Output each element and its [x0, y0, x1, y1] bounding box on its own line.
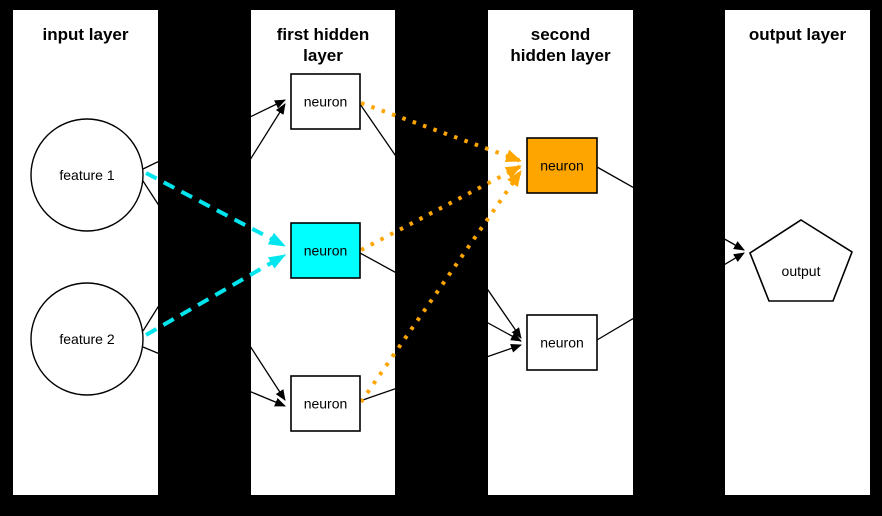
edge-hidden1-bottom-to-hidden2-bottom	[359, 344, 522, 402]
node-label-feature-2: feature 2	[59, 331, 114, 347]
edge-hidden2-bottom-to-output	[596, 252, 745, 341]
edge-hidden1-top-to-hidden2-bottom	[359, 103, 522, 339]
node-hidden2-top	[526, 137, 598, 194]
node-hidden1-top	[290, 73, 361, 130]
panel-second-hidden-layer	[488, 10, 633, 495]
node-label-hidden1-top: neuron	[304, 94, 348, 110]
edge-feature-1-to-hidden1-bottom	[142, 180, 286, 401]
panel-title-first-hidden-line1: first hidden	[277, 25, 370, 44]
edge-feature-1-to-hidden1-top	[142, 99, 286, 170]
panel-title-output-layer: output layer	[749, 25, 847, 44]
node-output	[749, 219, 853, 302]
panel-title-second-hidden-line1: second	[531, 25, 591, 44]
edge-hidden2-top-to-output	[596, 166, 745, 251]
edge-feature-2-to-hidden1-middle	[145, 253, 286, 337]
panel-input-layer	[13, 10, 158, 495]
node-label-hidden2-bottom: neuron	[540, 335, 584, 351]
edge-feature-2-to-hidden1-bottom	[142, 346, 286, 407]
node-feature-2	[30, 282, 144, 396]
node-label-hidden1-middle: neuron	[304, 243, 348, 259]
panel-title-input-layer: input layer	[43, 25, 129, 44]
edge-hidden1-middle-to-hidden2-top	[360, 164, 522, 252]
edge-hidden1-middle-to-hidden2-bottom	[359, 252, 522, 342]
panel-title-second-hidden-line2: hidden layer	[510, 46, 611, 65]
edge-feature-2-to-hidden1-top	[142, 103, 286, 332]
node-feature-1	[30, 118, 144, 232]
panel-title-first-hidden-line2: layer	[303, 46, 343, 65]
node-hidden1-middle	[290, 222, 361, 279]
node-hidden1-bottom	[290, 375, 361, 432]
edge-hidden1-bottom-to-hidden2-top	[359, 169, 523, 404]
node-label-feature-1: feature 1	[59, 167, 114, 183]
node-hidden2-bottom	[526, 314, 598, 371]
node-label-output: output	[782, 263, 821, 279]
node-label-hidden1-bottom: neuron	[304, 396, 348, 412]
node-label-hidden2-top: neuron	[540, 158, 584, 174]
edge-feature-1-to-hidden1-middle	[145, 171, 286, 248]
